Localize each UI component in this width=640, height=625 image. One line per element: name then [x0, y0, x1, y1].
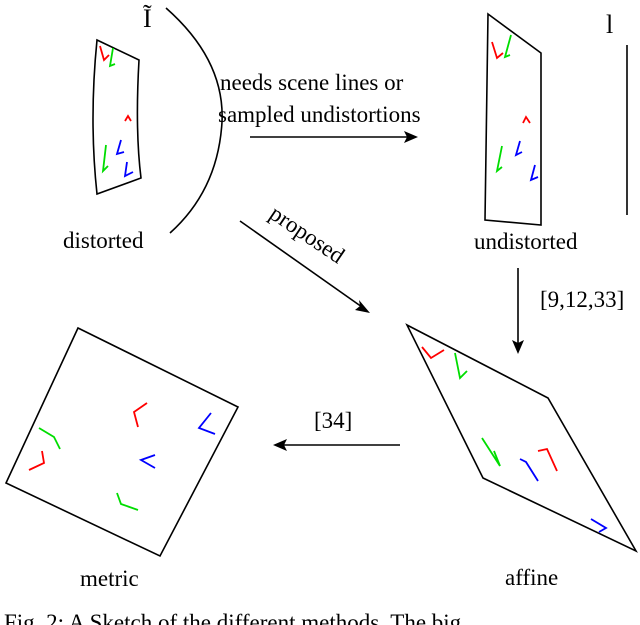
- undistorted-label: undistorted: [474, 229, 578, 254]
- green-corner: [503, 34, 512, 59]
- green-corner: [38, 427, 61, 450]
- red-corner: [537, 447, 558, 472]
- blue-corner: [115, 139, 125, 156]
- distorted-panel: Ĩ distorted: [63, 4, 223, 253]
- green-corner: [101, 144, 109, 174]
- arrowhead: [273, 439, 287, 451]
- affine-image-outline: [405, 323, 638, 553]
- metric-panel: metric: [4, 326, 240, 591]
- blue-corner: [123, 161, 134, 178]
- red-corner: [99, 45, 110, 62]
- red-caret: [522, 115, 531, 124]
- red-corner: [491, 41, 504, 60]
- distorted-image-outline: [92, 38, 142, 196]
- undistorted-panel: l undistorted: [474, 10, 628, 254]
- affine-panel: affine: [405, 323, 638, 590]
- arrow-top-label-line1: needs scene lines or: [220, 70, 404, 95]
- red-corner: [132, 402, 148, 428]
- metric-label: metric: [80, 566, 139, 591]
- arrow-down: [9,12,33]: [512, 268, 624, 354]
- distorted-symbol: Ĩ: [143, 4, 152, 33]
- red-corner: [421, 346, 445, 360]
- metric-image-outline: [4, 326, 240, 558]
- arrow-top-label-line2: sampled undistortions: [218, 102, 421, 127]
- arrow-proposed-label: proposed: [265, 200, 349, 268]
- blue-corner: [519, 458, 539, 482]
- arrow-top: needs scene lines or sampled undistortio…: [218, 70, 421, 143]
- green-corner: [108, 47, 116, 68]
- arrowhead: [512, 340, 524, 354]
- green-corner: [116, 492, 139, 511]
- green-corner: [454, 352, 468, 380]
- blue-corner: [197, 412, 216, 435]
- undistorted-symbol: l: [606, 10, 613, 39]
- blue-corner: [138, 454, 156, 469]
- green-corner: [481, 437, 501, 467]
- blue-corner: [590, 518, 608, 533]
- figure-caption: Fig. 2: A Sketch of the different method…: [4, 610, 478, 625]
- blue-corner: [514, 140, 523, 157]
- green-corner: [495, 145, 503, 174]
- arrowhead: [355, 300, 370, 313]
- arrow-left: [34]: [273, 408, 400, 451]
- distortion-horizon-curve: [165, 7, 223, 234]
- red-caret: [124, 114, 132, 122]
- arrow-down-label: [9,12,33]: [540, 287, 624, 312]
- undistorted-image-outline: [484, 12, 542, 226]
- arrow-left-label: [34]: [314, 408, 352, 433]
- arrowhead: [404, 131, 418, 143]
- blue-corner: [529, 164, 539, 182]
- affine-label: affine: [505, 565, 558, 590]
- arrow-proposed: proposed: [239, 200, 370, 313]
- distorted-label: distorted: [63, 228, 144, 253]
- red-corner: [28, 450, 46, 471]
